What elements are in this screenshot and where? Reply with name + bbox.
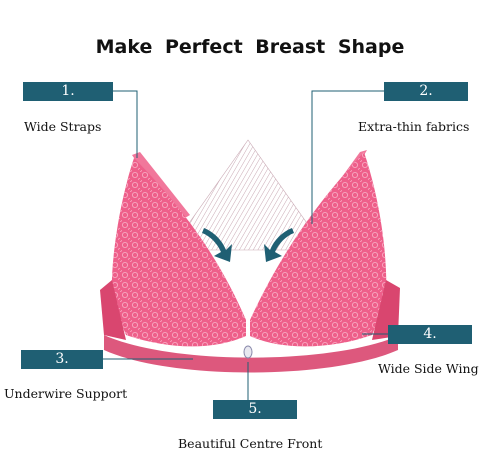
feature-badge-3: 3. [21, 350, 103, 369]
feature-label-4: Wide Side Wing [378, 361, 479, 376]
feature-badge-2: 2. [384, 82, 468, 101]
feature-badge-1: 1. [23, 82, 113, 101]
arrow-left-icon [202, 228, 232, 262]
feature-label-3: Underwire Support [4, 386, 128, 401]
arrow-right-icon [264, 228, 294, 262]
leader-line-2 [311, 90, 384, 224]
left-side-wing [100, 280, 126, 340]
leader-line-1 [113, 90, 138, 158]
feature-label-5: Beautiful Centre Front [178, 436, 323, 451]
page-title: Make Perfect Breast Shape [95, 36, 405, 58]
centre-front-gem [243, 345, 253, 359]
shape-triangle [169, 139, 327, 251]
underband [104, 335, 398, 373]
feature-label-2: Extra-thin fabrics [358, 119, 470, 134]
feature-badge-4: 4. [388, 325, 472, 344]
feature-badge-5: 5. [213, 400, 297, 419]
feature-label-1: Wide Straps [24, 119, 102, 134]
